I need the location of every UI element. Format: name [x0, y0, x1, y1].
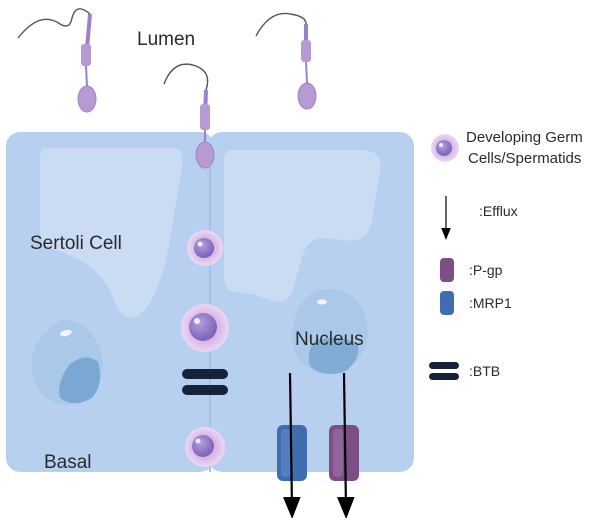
legend-efflux-label: :Efflux [479, 203, 518, 219]
legend-btb-icon [429, 362, 459, 380]
sertoli-cell-left [6, 132, 214, 472]
lumen-label: Lumen [137, 29, 195, 50]
germ-cell-icon [181, 304, 229, 352]
nucleus-right [292, 288, 368, 374]
sertoli-cell-label: Sertoli Cell [30, 233, 122, 254]
legend-germ-label-1: Developing Germ [466, 129, 583, 146]
legend-germ-label-2: Cells/Spermatids [468, 150, 581, 167]
btb-junction-icon [182, 369, 228, 395]
basal-label: Basal [44, 452, 92, 473]
legend-pgp-label: :P-gp [469, 262, 503, 278]
nucleus-left [31, 319, 103, 405]
legend-pgp-icon [440, 258, 454, 282]
sperm-icon [255, 12, 317, 110]
legend-germ-cell-icon [431, 134, 459, 162]
legend-mrp1-icon [440, 291, 454, 315]
efflux-arrow-icon [337, 372, 355, 518]
legend-btb-label: :BTB [469, 363, 500, 379]
sperm-icon [163, 63, 215, 169]
sperm-icon [17, 8, 97, 113]
pgp-transporter-icon [329, 425, 359, 481]
efflux-arrow-icon [283, 372, 301, 518]
nucleus-label: Nucleus [295, 329, 364, 350]
legend: Developing Germ Cells/Spermatids :Efflux… [429, 129, 583, 380]
legend-mrp1-label: :MRP1 [469, 295, 512, 311]
germ-cell-icon [185, 427, 225, 467]
germ-cell-icon [187, 230, 223, 266]
